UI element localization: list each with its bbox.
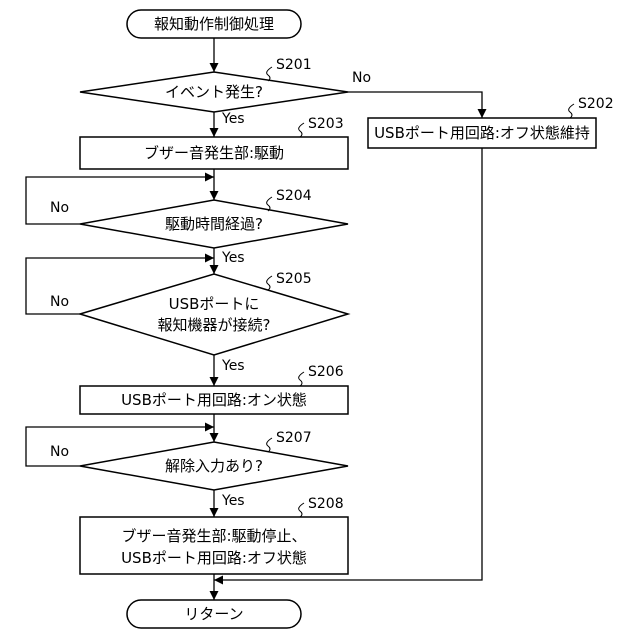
label-s205-yes: Yes [221, 358, 245, 374]
decision-s207-label: 解除入力あり? [165, 457, 263, 475]
decision-s204-label: 駆動時間経過? [165, 215, 263, 233]
step-s202-leader [569, 104, 574, 118]
step-s201-leader [267, 67, 272, 81]
process-s208-line2: USBポート用回路:オフ状態 [121, 549, 307, 567]
step-s205-leader [267, 276, 272, 290]
label-s201-yes: Yes [221, 111, 245, 127]
step-s208-leader [299, 503, 304, 517]
label-s207-no: No [50, 444, 69, 460]
edge-s201-no-to-s202 [348, 92, 482, 118]
decision-s205-line2: 報知機器が接続? [158, 316, 271, 334]
step-s203-leader [299, 123, 304, 137]
step-s203-id: S203 [308, 116, 344, 132]
start-terminator: 報知動作制御処理 [127, 10, 301, 38]
step-s207-leader [267, 438, 272, 452]
end-label: リターン [184, 605, 243, 623]
process-s202: USBポート用回路:オフ状態維持 S202 [368, 96, 614, 148]
step-s206-id: S206 [308, 364, 344, 380]
process-s206-label: USBポート用回路:オン状態 [121, 391, 307, 409]
step-s208-id: S208 [308, 496, 344, 512]
process-s203-label: ブザー音発生部:駆動 [144, 144, 284, 162]
label-s207-yes: Yes [221, 493, 245, 509]
start-label: 報知動作制御処理 [154, 15, 274, 33]
label-s204-yes: Yes [221, 250, 245, 266]
step-s206-leader [299, 372, 304, 386]
label-s205-no: No [50, 294, 69, 310]
end-terminator: リターン [127, 600, 301, 628]
decision-s201-label: イベント発生? [165, 83, 263, 101]
process-s208-line1: ブザー音発生部:駆動停止、 [121, 527, 306, 545]
step-s201-id: S201 [276, 57, 312, 73]
step-s205-id: S205 [276, 271, 312, 287]
label-s204-no: No [50, 200, 69, 216]
decision-s205: USBポートに 報知機器が接続? S205 [80, 271, 348, 355]
label-s201-no: No [352, 70, 371, 86]
decision-s205-line1: USBポートに [169, 295, 260, 313]
step-s207-id: S207 [276, 430, 312, 446]
step-s204-id: S204 [276, 188, 312, 204]
step-s202-id: S202 [578, 96, 614, 112]
process-s202-label: USBポート用回路:オフ状態維持 [374, 124, 590, 142]
